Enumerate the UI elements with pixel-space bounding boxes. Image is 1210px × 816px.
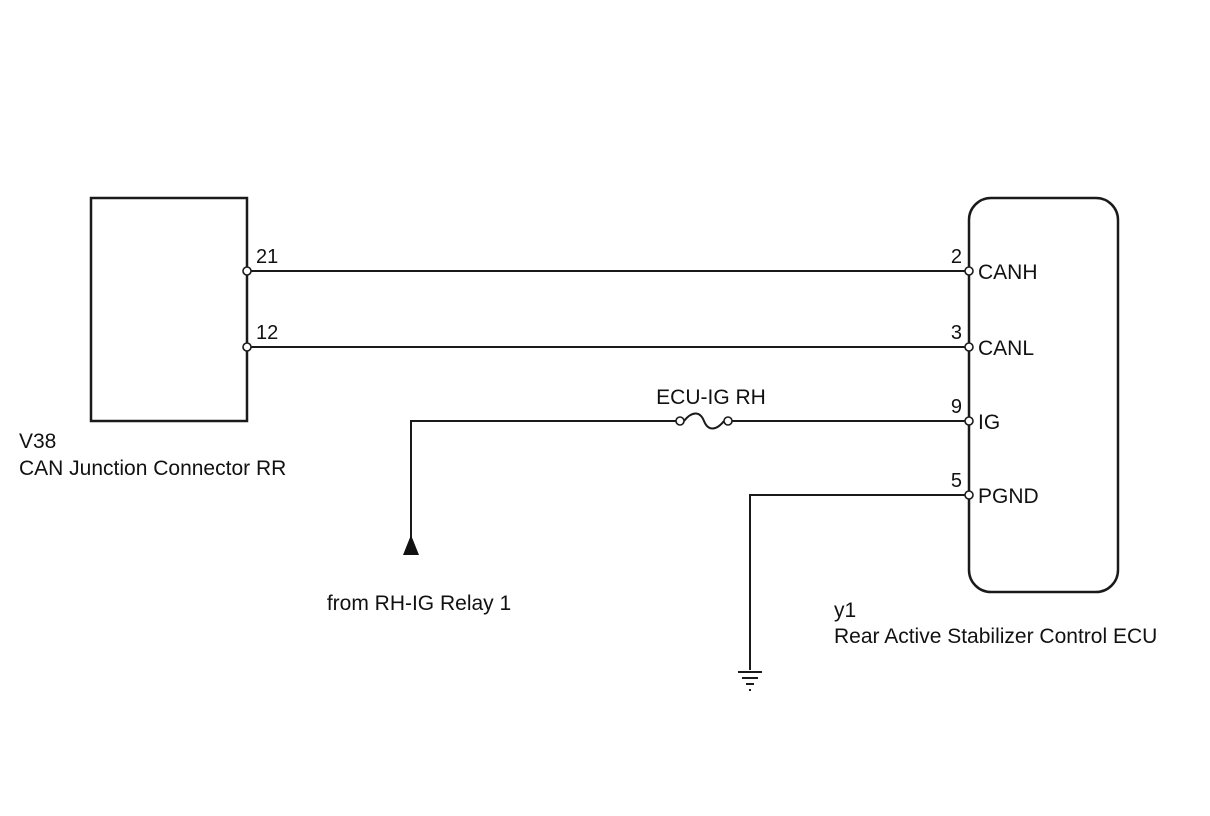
terminal-v38-21	[242, 266, 252, 276]
left-connector-code: V38	[19, 430, 56, 453]
arrow-up-icon	[403, 535, 419, 555]
signal-ig: IG	[978, 411, 1000, 434]
ground-icon	[738, 671, 762, 691]
terminal-y1-2	[964, 266, 974, 276]
ecu-code: y1	[834, 599, 856, 622]
pin-number-5: 5	[951, 470, 962, 492]
signal-canl: CANL	[978, 337, 1034, 360]
pin-number-3: 3	[951, 322, 962, 344]
source-label: from RH-IG Relay 1	[327, 592, 511, 615]
pin-number-2: 2	[951, 246, 962, 268]
fuse-icon	[675, 412, 733, 430]
ecu-box	[967, 196, 1120, 594]
fuse-label: ECU-IG RH	[656, 386, 766, 409]
pgnd-wire	[749, 494, 969, 670]
ig-wire-source-segment	[410, 420, 680, 555]
terminal-y1-5	[964, 490, 974, 500]
signal-pgnd: PGND	[978, 485, 1039, 508]
signal-canh: CANH	[978, 261, 1038, 284]
pin-number-21: 21	[256, 246, 278, 268]
terminal-y1-3	[964, 342, 974, 352]
can-junction-connector-box	[89, 196, 249, 423]
pin-number-9: 9	[951, 396, 962, 418]
left-connector-name: CAN Junction Connector RR	[19, 457, 286, 480]
pin-number-12: 12	[256, 322, 278, 344]
terminal-v38-12	[242, 342, 252, 352]
ecu-name: Rear Active Stabilizer Control ECU	[834, 625, 1157, 648]
terminal-y1-9	[964, 416, 974, 426]
